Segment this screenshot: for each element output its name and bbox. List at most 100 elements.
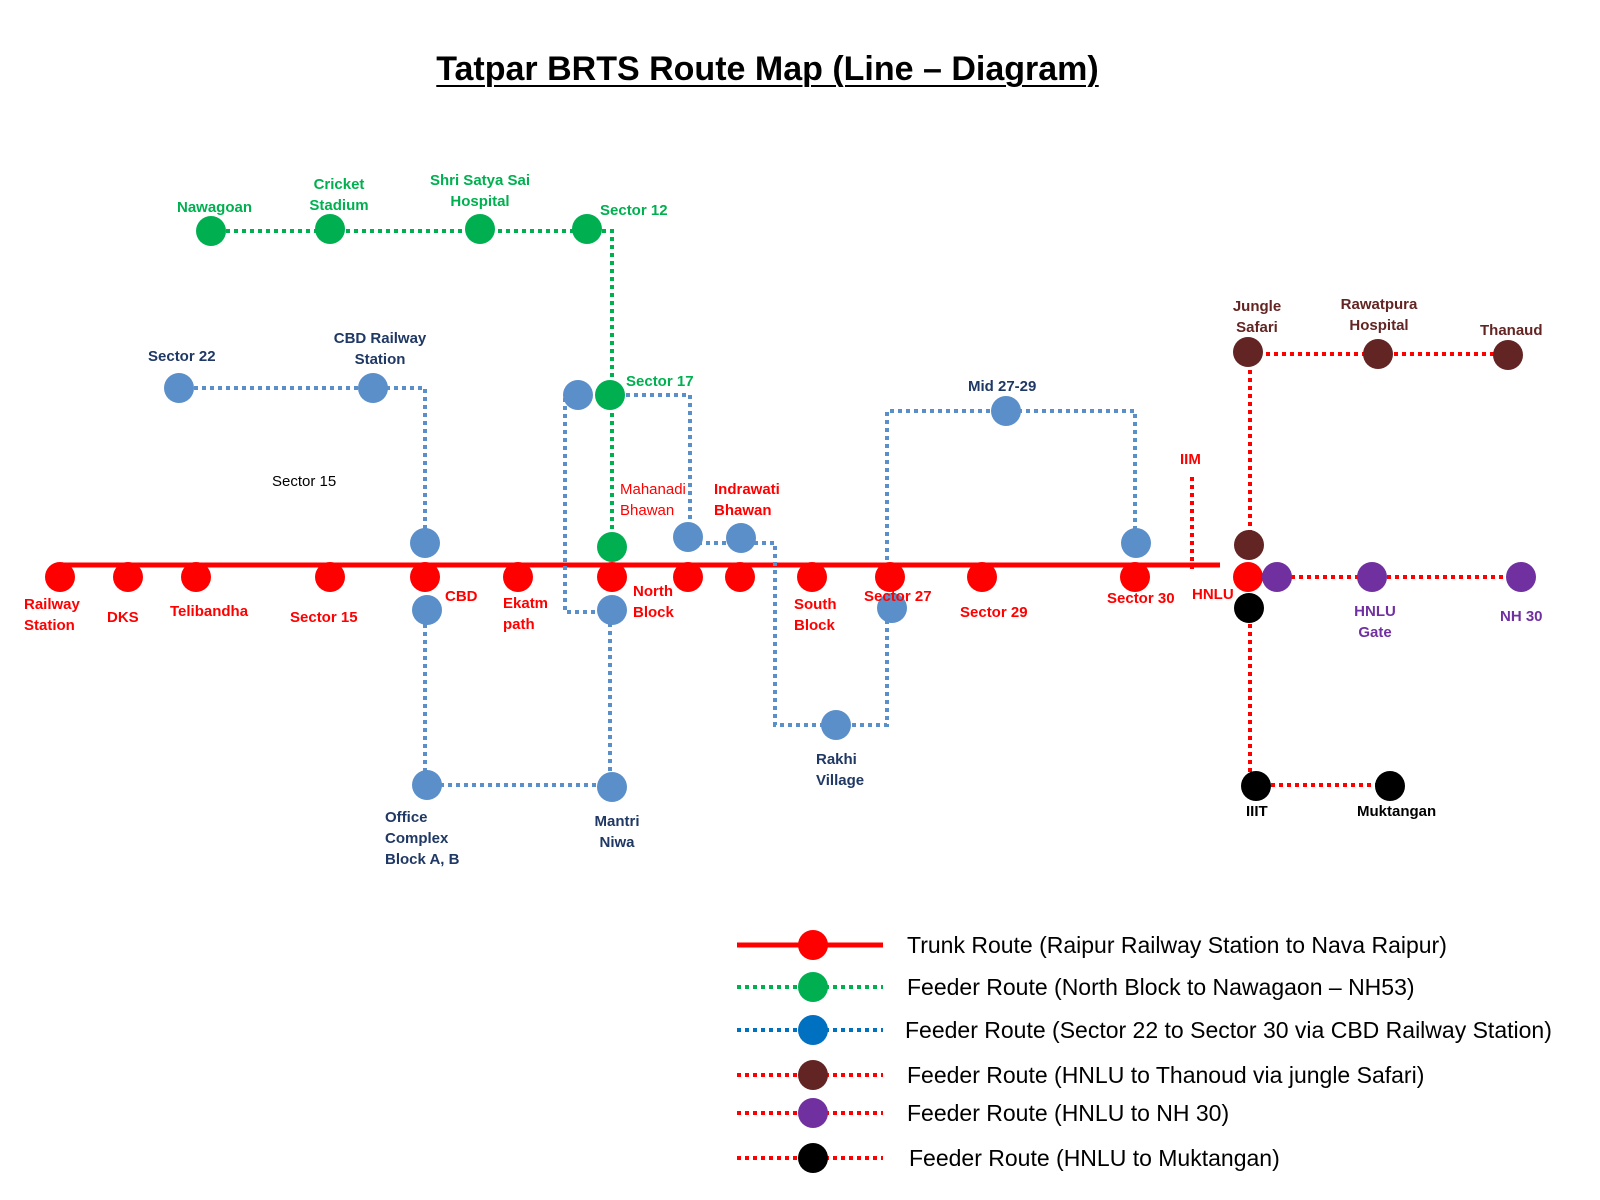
station-dot-sector-12[interactable] [572,214,602,244]
station-dot-hnlu-gate[interactable] [1357,562,1387,592]
station-dot-muktangan[interactable] [1375,771,1405,801]
legend-item-trunk: Trunk Route (Raipur Railway Station to N… [737,930,1447,960]
station-dot-thanaud[interactable] [1493,340,1523,370]
station-dot-blue-sector-17[interactable] [563,380,593,410]
blue-feeder-lines [178,386,1137,787]
map-title: Tatpar BRTS Route Map (Line – Diagram) [0,50,1535,89]
label-nh-30: NH 30 [1500,608,1543,625]
label-muktangan: Muktangan [1357,803,1436,820]
legend-label-purple: Feeder Route (HNLU to NH 30) [907,1100,1229,1126]
black-labels: IIIT Muktangan [1246,803,1436,820]
station-dot-black-hnlu[interactable] [1234,593,1264,623]
station-dot-jungle-safari[interactable] [1233,337,1263,367]
station-dot-telibandha[interactable] [181,562,211,592]
label-sector-17: Sector 17 [626,373,694,390]
label-iim: IIM [1180,451,1201,468]
label-dks: DKS [107,609,139,626]
station-dot-blue-cbd-south[interactable] [412,595,442,625]
station-dot-sector-15[interactable] [315,562,345,592]
legend-item-green: Feeder Route (North Block to Nawagaon – … [737,972,1415,1002]
label-sector-27: Sector 27 [864,588,932,605]
black-stations [1234,593,1405,801]
legend-item-purple: Feeder Route (HNLU to NH 30) [737,1098,1229,1128]
station-dot-mid-27-29[interactable] [991,396,1021,426]
label-sector-12: Sector 12 [600,202,668,219]
station-dot-purple-hnlu[interactable] [1262,562,1292,592]
station-dot-sector-22[interactable] [164,373,194,403]
label-hnlu: HNLU [1192,586,1234,603]
station-dot-mantri-niwa[interactable] [597,772,627,802]
station-dot-sector-27[interactable] [875,562,905,592]
legend: Trunk Route (Raipur Railway Station to N… [737,930,1552,1173]
label-iiit: IIIT [1246,803,1268,820]
station-dot-sector-29[interactable] [967,562,997,592]
station-dot-iiit[interactable] [1241,771,1271,801]
station-dot-nh-30[interactable] [1506,562,1536,592]
station-dot-nawagoan[interactable] [196,216,226,246]
station-dot-brown-hnlu[interactable] [1234,530,1264,560]
station-dot-blue-mahanadi[interactable] [673,522,703,552]
station-dot-hnlu[interactable] [1233,562,1263,592]
station-dot-cbd-railway-station[interactable] [358,373,388,403]
station-dot-north-block[interactable] [597,562,627,592]
trunk-stations [45,562,1263,592]
station-dot-rawatpura-hospital[interactable] [1363,339,1393,369]
station-dot-blue-sector-27[interactable] [877,593,907,623]
legend-item-blue: Feeder Route (Sector 22 to Sector 30 via… [737,1015,1552,1045]
station-dot-cricket-stadium[interactable] [315,214,345,244]
station-dot-railway-station[interactable] [45,562,75,592]
station-dot-green-north[interactable] [597,532,627,562]
purple-stations [1262,562,1536,592]
station-dot-blue-cbd-north[interactable] [410,528,440,558]
legend-item-brown: Feeder Route (HNLU to Thanoud via jungle… [737,1060,1424,1090]
station-dot-dks[interactable] [113,562,143,592]
label-sector-30: Sector 30 [1107,590,1175,607]
legend-label-brown: Feeder Route (HNLU to Thanoud via jungle… [907,1062,1424,1088]
legend-label-green: Feeder Route (North Block to Nawagaon – … [907,974,1415,1000]
green-stations [196,214,627,562]
station-dot-sector-17[interactable] [595,380,625,410]
legend-label-blue: Feeder Route (Sector 22 to Sector 30 via… [905,1017,1552,1043]
station-dot-cbd[interactable] [410,562,440,592]
label-nawagoan: Nawagoan [177,199,252,216]
station-dot-blue-north-block[interactable] [597,595,627,625]
station-dot-blue-sector-30[interactable] [1121,528,1151,558]
station-dot-satya-sai[interactable] [465,214,495,244]
brown-stations [1233,337,1523,560]
label-sector-22: Sector 22 [148,348,216,365]
station-dot-ekatm-path[interactable] [503,562,533,592]
legend-label-black: Feeder Route (HNLU to Muktangan) [909,1145,1280,1171]
station-dot-rakhi-village[interactable] [821,710,851,740]
station-dot-sector-30[interactable] [1120,562,1150,592]
map-title-text: Tatpar BRTS Route Map (Line – Diagram) [436,50,1099,88]
legend-item-black: Feeder Route (HNLU to Muktangan) [737,1143,1280,1173]
station-dot-mahanadi-bhawan[interactable] [673,562,703,592]
legend-label-trunk: Trunk Route (Raipur Railway Station to N… [907,932,1447,958]
label-thanaud: Thanaud [1480,322,1543,339]
station-dot-office-complex[interactable] [412,770,442,800]
label-sector-29: Sector 29 [960,604,1028,621]
station-dot-blue-indrawati[interactable] [726,523,756,553]
label-mid-27-29: Mid 27-29 [968,378,1036,395]
station-dot-south-block[interactable] [797,562,827,592]
station-dot-indrawati-bhawan[interactable] [725,562,755,592]
